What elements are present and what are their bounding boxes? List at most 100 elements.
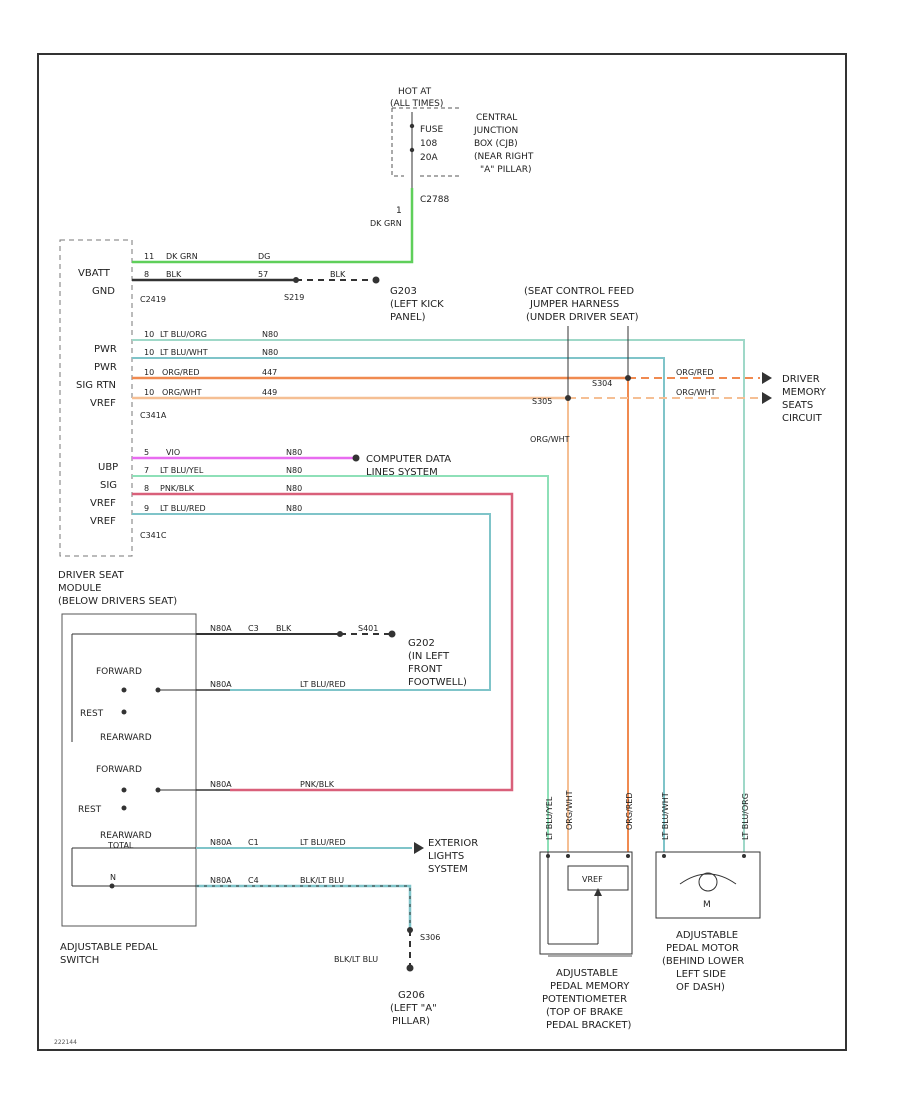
wire-vref3-color: LT BLU/RED <box>160 504 206 513</box>
wire-pwr2 <box>132 357 665 852</box>
wire-vref3-circuit: N80 <box>286 504 302 513</box>
pedal-switch-box <box>61 613 197 927</box>
wire-sig-pin: 7 <box>144 466 149 475</box>
wire-sig-color: LT BLU/YEL <box>160 466 204 475</box>
wire-sig <box>132 475 549 852</box>
seat-harness-splice2: S305 <box>532 397 552 406</box>
connector-c341a: C341A <box>140 411 167 420</box>
pin-ubp: UBP <box>98 462 118 473</box>
pedal-switch-name2: SWITCH <box>60 955 99 966</box>
wire-ubp-pin: 5 <box>144 448 149 457</box>
wire-sigrtn-pin: 10 <box>144 368 154 377</box>
seat-harness-title2: JUMPER HARNESS <box>529 299 619 310</box>
switch-gnd-pin: C3 <box>248 624 259 633</box>
seat-harness: (SEAT CONTROL FEED JUMPER HARNESS (UNDER… <box>524 286 639 444</box>
wire-vbatt <box>132 188 414 264</box>
ground2-splice: S401 <box>358 624 378 633</box>
wire-vref2 <box>132 492 514 792</box>
switch-pin-c4: C4 <box>248 876 259 885</box>
ground3-splice: S306 <box>420 933 440 942</box>
dsm-pin-labels: VBATT GND PWR PWR SIG RTN VREF UBP SIG V… <box>76 268 167 540</box>
pin-pwr2: PWR <box>94 362 117 373</box>
wire-pwr1-pin: 10 <box>144 330 154 339</box>
seat-harness-wire: ORG/WHT <box>530 435 570 444</box>
ground2-location3: FOOTWELL) <box>408 677 467 688</box>
pin-pwr1: PWR <box>94 344 117 355</box>
fuse-box: HOT AT (ALL TIMES) FUSE 108 20A CENTRAL … <box>370 87 534 228</box>
fuse-location-line4: (NEAR RIGHT <box>474 152 534 162</box>
switch-conn-rear: N80A <box>210 780 232 789</box>
switch-conn-fwd: N80A <box>210 680 232 689</box>
switch-n: N <box>110 873 116 882</box>
wire-vref3-pin: 9 <box>144 504 149 513</box>
potentiometer-name1: ADJUSTABLE <box>556 968 618 979</box>
switch-wire-rear: PNK/BLK <box>300 780 335 789</box>
pin-vref: VREF <box>90 398 116 409</box>
wire-ubp-color: VIO <box>166 448 180 457</box>
pedal-switch-name1: ADJUSTABLE PEDAL <box>60 942 158 953</box>
connector-c341c: C341C <box>140 531 167 540</box>
wire-pwr1-color: LT BLU/ORG <box>160 330 207 339</box>
switch-conn-c1: N80A <box>210 838 232 847</box>
memory-wire2: ORG/WHT <box>676 388 716 397</box>
pin-sig-rtn: SIG RTN <box>76 380 116 391</box>
switch-gnd-wire: BLK <box>276 624 292 633</box>
ground1-location1: (LEFT KICK <box>390 299 444 310</box>
fuse-amps: 20A <box>420 153 438 163</box>
fuse-location-line1: CENTRAL <box>476 113 517 123</box>
switch-rearward1: REARWARD <box>100 733 152 743</box>
seat-harness-splice1: S304 <box>592 379 612 388</box>
pedal-motor: M ADJUSTABLE PEDAL MOTOR (BEHIND LOWER L… <box>655 851 761 993</box>
potentiometer-name2: PEDAL MEMORY <box>550 981 630 992</box>
ground1-name: G203 <box>390 286 417 297</box>
switch-wire-bottom: BLK/LT BLU <box>300 876 344 885</box>
fuse-location-line2: JUNCTION <box>473 126 518 136</box>
dsm-title1: DRIVER SEAT <box>58 570 125 581</box>
potentiometer-name3: POTENTIOMETER <box>542 994 627 1005</box>
switch-pin-c1: C1 <box>248 838 259 847</box>
switch-wire-fwd: LT BLU/RED <box>300 680 346 689</box>
wire-bottom-ground <box>196 884 412 930</box>
ground1-color: BLK <box>330 270 346 279</box>
pin-gnd: GND <box>92 286 115 297</box>
potentiometer-box-label: VREF <box>582 875 603 884</box>
vwire-lt-blu-org: LT BLU/ORG <box>741 793 750 840</box>
vwire-lt-blu-wht: LT BLU/WHT <box>661 792 670 840</box>
wire-gnd-circuit: 57 <box>258 270 268 279</box>
fuse-number: 108 <box>420 139 437 149</box>
seat-harness-title1: (SEAT CONTROL FEED <box>524 286 634 297</box>
wire-vref2-circuit: N80 <box>286 484 302 493</box>
vwire-org-wht: ORG/WHT <box>565 790 574 830</box>
fuse-panel: (ALL TIMES) <box>390 99 443 109</box>
memory-wire1: ORG/RED <box>676 368 714 377</box>
wire-vbatt-circuit: DG <box>258 252 270 261</box>
computer-data2: LINES SYSTEM <box>366 467 438 478</box>
motor-name2: PEDAL MOTOR <box>666 943 739 954</box>
vwire-lt-blu-yel: LT BLU/YEL <box>545 796 554 840</box>
memory-seats-destination: DRIVER MEMORY SEATS CIRCUIT <box>782 374 827 424</box>
switch-conn-c4: N80A <box>210 876 232 885</box>
ground3-name: G206 <box>398 990 425 1001</box>
wire-pwr2-pin: 10 <box>144 348 154 357</box>
switch-rearward2: REARWARD <box>100 831 152 841</box>
switch-forward1: FORWARD <box>96 667 142 677</box>
ground3-color: BLK/LT BLU <box>334 955 378 964</box>
potentiometer: VREF ADJUSTABLE PEDAL MEMORY POTENTIOMET… <box>539 851 633 1031</box>
wire-sig-circuit: N80 <box>286 466 302 475</box>
fuse-location-line3: BOX (CJB) <box>474 139 518 149</box>
exterior-name1: EXTERIOR <box>428 838 478 849</box>
exterior-name3: SYSTEM <box>428 864 468 875</box>
motor-name3: (BEHIND LOWER <box>662 956 744 967</box>
wire-ubp-circuit: N80 <box>286 448 302 457</box>
wire-pwr1-circuit: N80 <box>262 330 278 339</box>
motor-name4: LEFT SIDE <box>676 969 726 980</box>
computer-data1: COMPUTER DATA <box>366 454 451 465</box>
vwire-org-red: ORG/RED <box>625 792 634 830</box>
switch-rest1: REST <box>80 709 104 719</box>
potentiometer-name5: PEDAL BRACKET) <box>546 1020 631 1031</box>
wire-pwr1 <box>132 339 745 852</box>
diagram-ref-code: 222144 <box>54 1039 77 1046</box>
pin-vref2: VREF <box>90 498 116 509</box>
ground1-splice: S219 <box>284 293 304 302</box>
